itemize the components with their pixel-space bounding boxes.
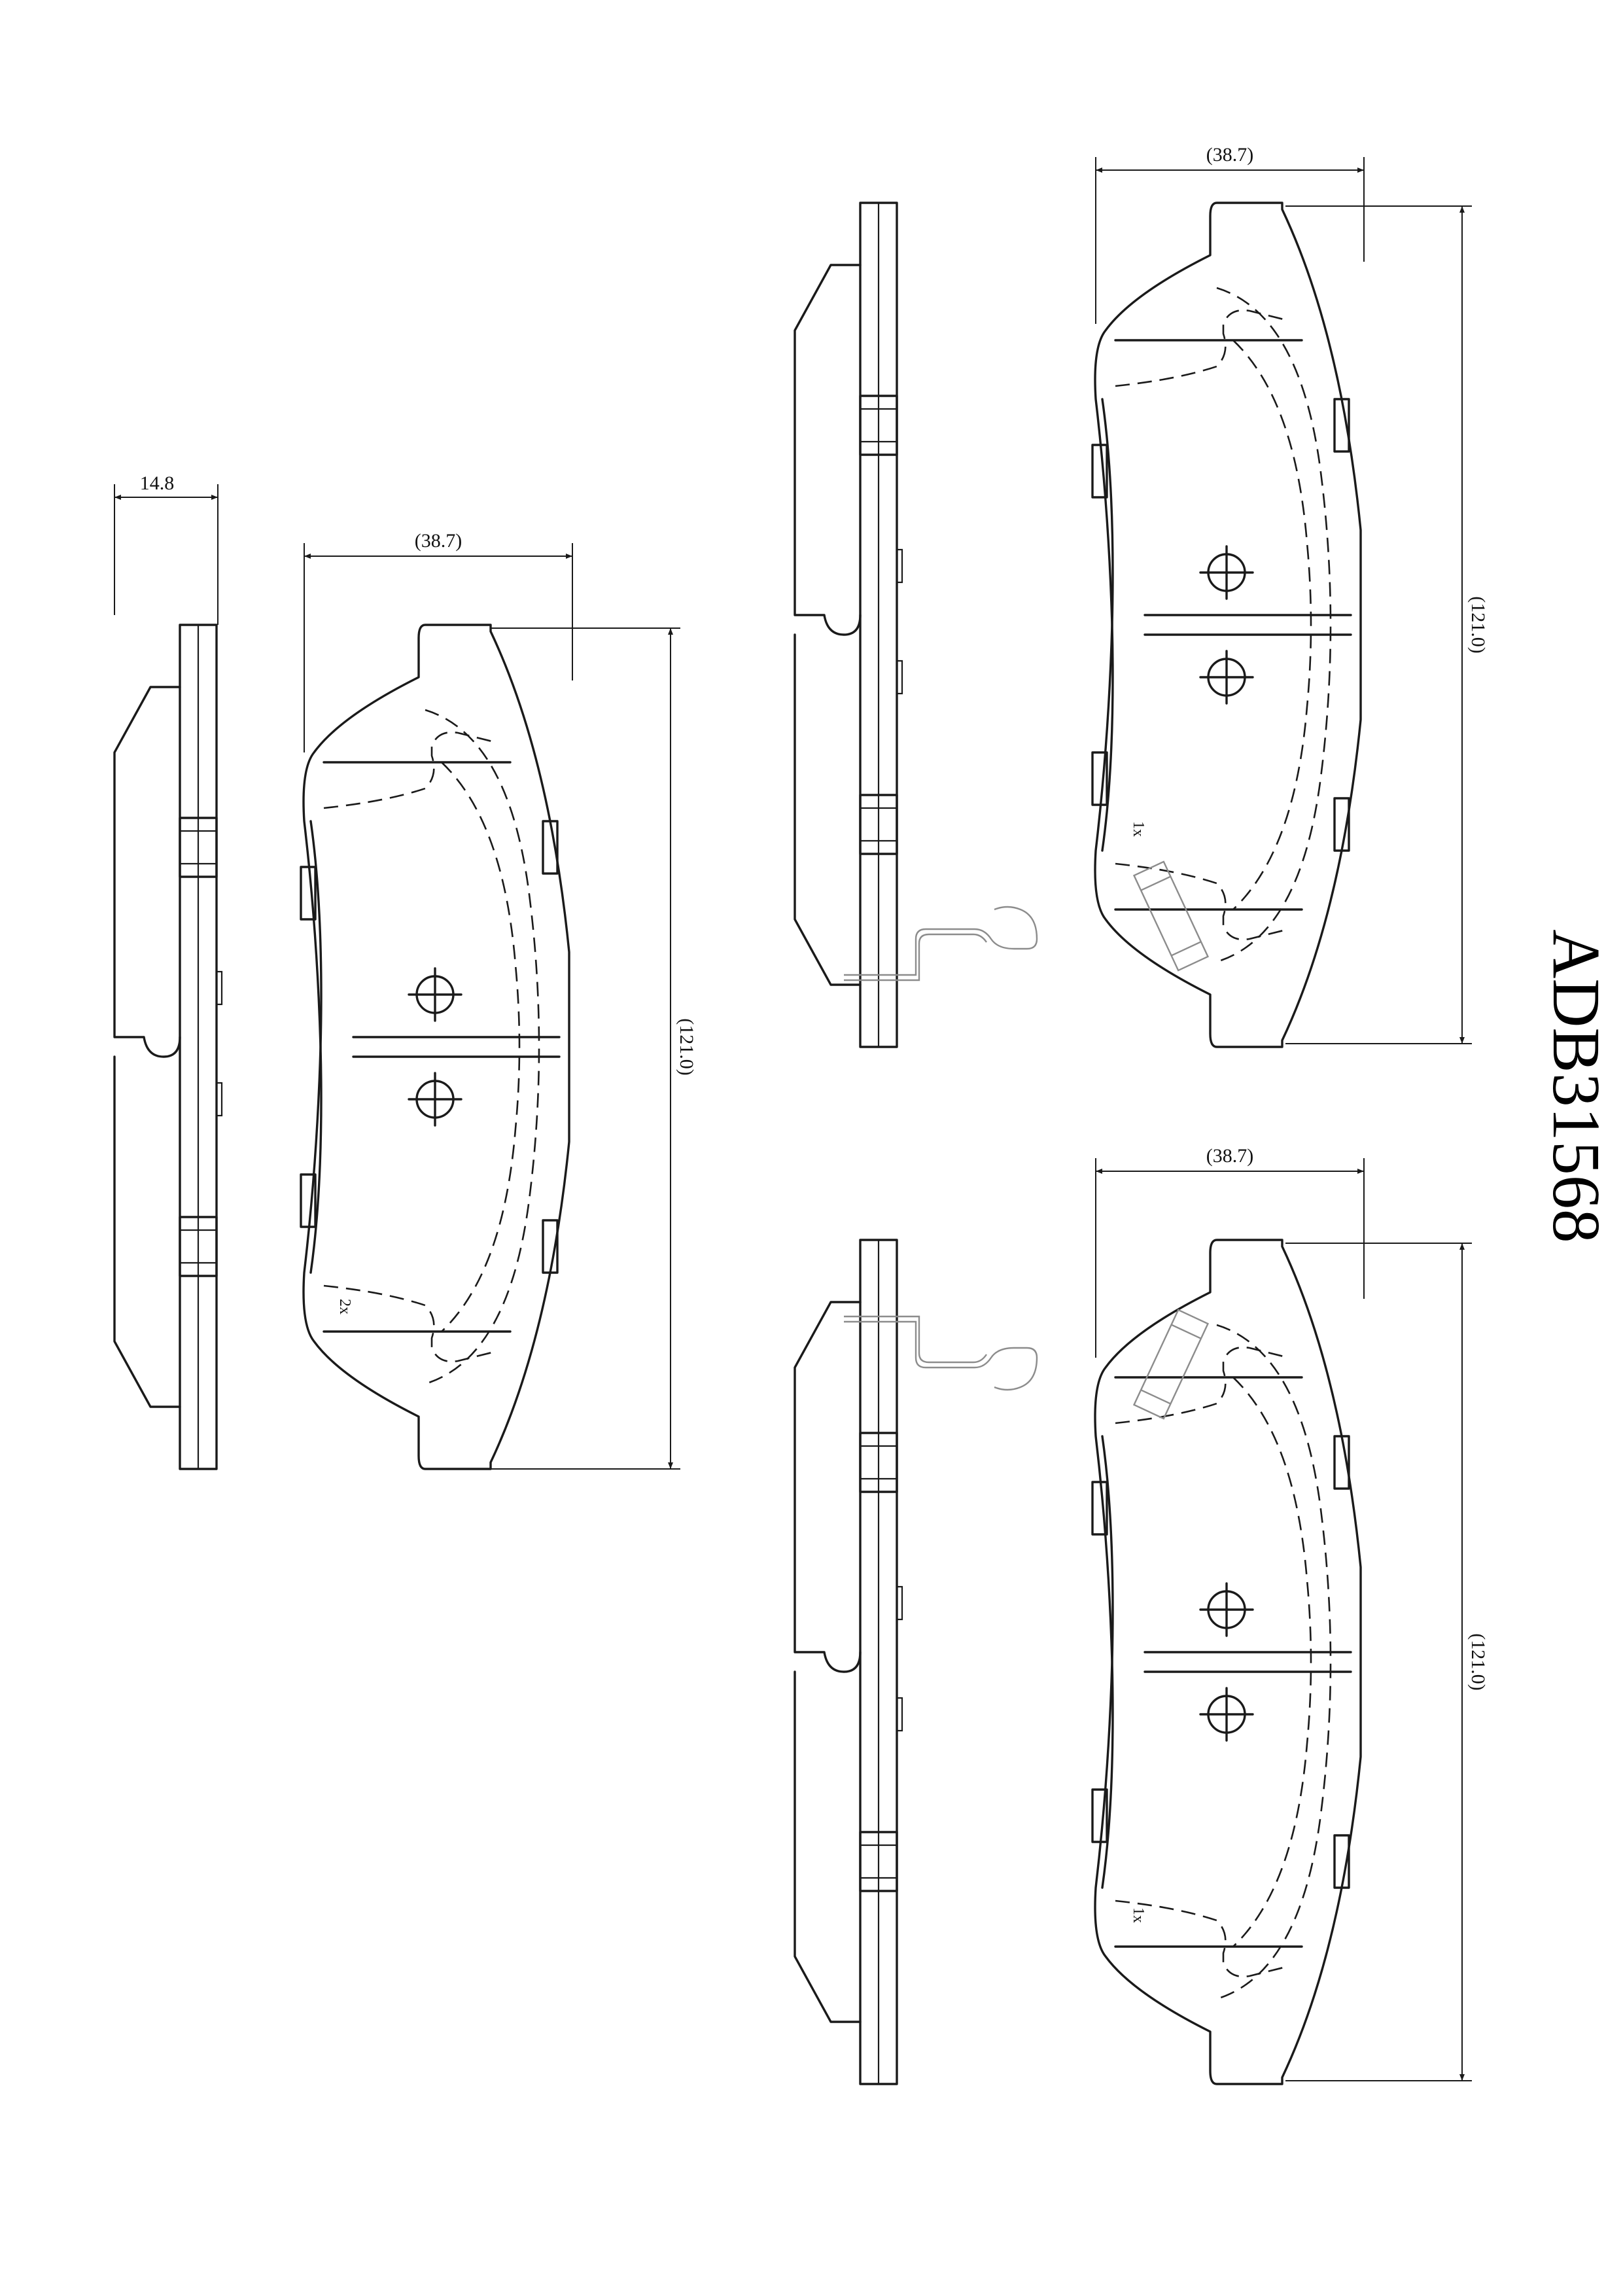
lower-right-side-view — [794, 1239, 903, 2085]
left-side-view — [113, 624, 223, 1470]
dim-length-left-label: (121.0) — [676, 1018, 697, 1075]
part-number-title: ADB31568 — [1539, 929, 1614, 1243]
dimension-thickness: 14.8 — [114, 472, 218, 625]
lower-right-pad-qty-callout: 1x — [1130, 1907, 1147, 1923]
dim-thickness-label: 14.8 — [140, 472, 175, 494]
lower-right-pad-face-view — [1091, 1239, 1362, 2085]
dimension-width-lower: (38.7) — [1095, 1145, 1365, 1358]
dim-width-left-label: (38.7) — [415, 530, 462, 552]
dim-width-upper-label: (38.7) — [1206, 144, 1253, 166]
upper-right-wear-sensor — [843, 906, 1038, 981]
upper-right-pad-face-view — [1091, 202, 1362, 1048]
left-pad-face-view — [300, 624, 570, 1470]
lower-right-wear-sensor — [843, 1315, 1038, 1391]
dimension-length-lower: (121.0) — [1285, 1243, 1489, 2081]
dim-width-lower-label: (38.7) — [1206, 1145, 1253, 1167]
dim-length-lower-label: (121.0) — [1467, 1633, 1489, 1690]
dimension-width-left: (38.7) — [304, 530, 573, 752]
dimension-length-left: (121.0) — [491, 627, 697, 1470]
upper-right-pad-qty-callout: 1x — [1130, 821, 1147, 837]
left-pad-qty-callout: 2x — [336, 1299, 353, 1315]
upper-right-side-view — [794, 202, 903, 1048]
dimension-width-upper: (38.7) — [1095, 144, 1365, 324]
dimension-length-upper: (121.0) — [1285, 205, 1489, 1044]
dim-length-upper-label: (121.0) — [1467, 596, 1489, 653]
